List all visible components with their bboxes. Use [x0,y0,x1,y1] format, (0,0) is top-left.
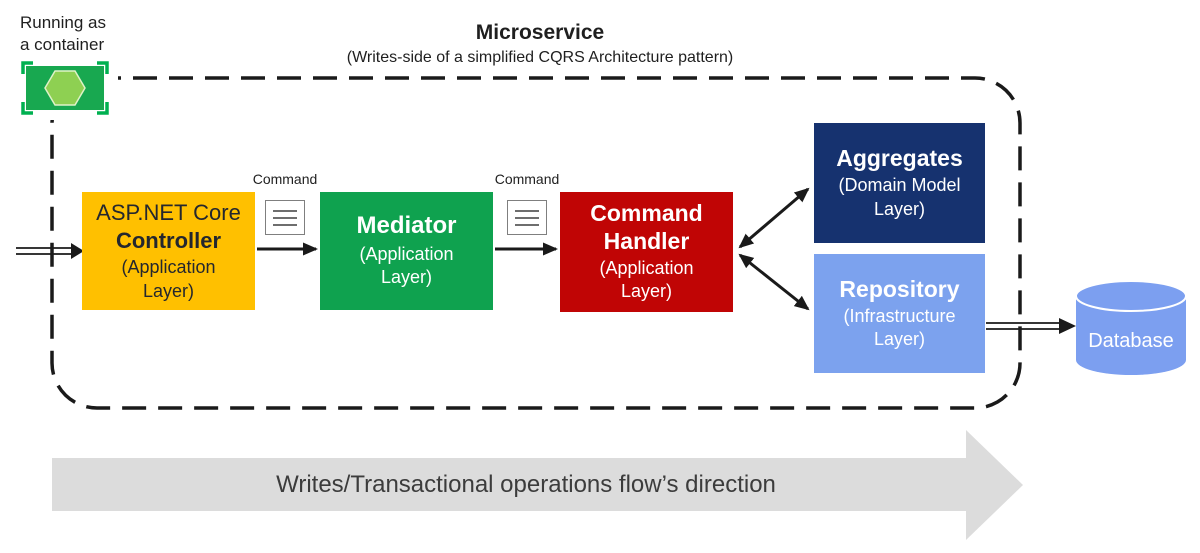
diagram-subtitle: (Writes-side of a simplified CQRS Archit… [346,49,734,67]
command-handler-layer-label: (Application Layer) [599,257,694,302]
list-line [515,209,539,212]
flow-direction-label: Writes/Transactional operations flow’s d… [276,470,776,498]
box-repository: Repository (Infrastructure Layer) [814,254,985,373]
microservice-boundary [50,76,1022,410]
aggregates-title: Aggregates [836,145,963,172]
box-aspnet-controller: ASP.NET Core Controller (Application Lay… [82,192,255,310]
box-aggregates: Aggregates (Domain Model Layer) [814,123,985,243]
arrow-handler-repository [738,253,810,311]
repository-layer-label: (Infrastructure Layer) [843,305,956,350]
mediator-layer-label: (Application Layer) [359,243,454,288]
repository-title: Repository [839,275,960,302]
box-command-handler: Command Handler (Application Layer) [560,192,733,312]
running-as-container-label: Running as a container [20,13,107,55]
command-message-icon-2 [507,200,547,235]
command-label-2: Command [494,171,560,187]
list-line [515,223,539,226]
diagram-header: Microservice (Writes-side of a simplifie… [280,20,800,69]
list-line [273,223,297,226]
command-message-icon-1 [265,200,305,235]
arrow-handler-aggregates [738,187,810,249]
list-line [515,216,539,219]
arrow-repository-to-database [986,318,1076,334]
controller-title-line2: Controller [115,227,222,253]
database-cylinder-icon [1075,280,1187,375]
container-icon [14,56,118,120]
list-line [273,216,297,219]
box-mediator: Mediator (Application Layer) [320,192,493,310]
flow-direction-arrow [52,430,1023,540]
controller-title-line1: ASP.NET Core [96,200,241,226]
hexagon-icon [44,70,86,106]
mediator-title: Mediator [356,212,457,240]
arrow-entry-to-controller [16,243,84,259]
database-label: Database [1088,330,1174,352]
controller-layer-label: (Application Layer) [121,257,216,301]
command-label-1: Command [252,171,318,187]
diagram-title: Microservice [475,21,605,44]
command-handler-title: Command Handler [590,200,703,254]
aggregates-layer-label: (Domain Model Layer) [838,175,961,219]
list-line [273,209,297,212]
